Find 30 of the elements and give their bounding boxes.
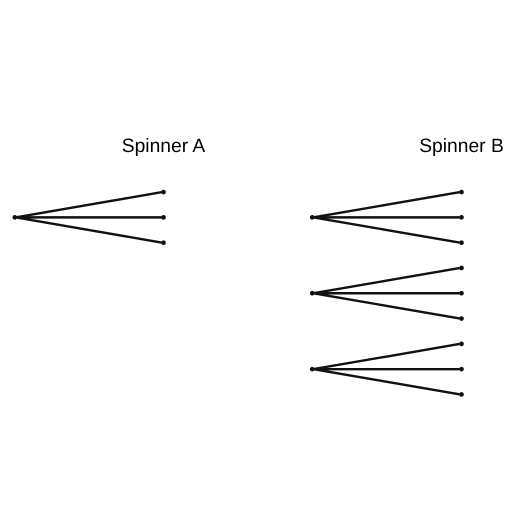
- node-point: [459, 189, 464, 194]
- connector: [314, 292, 460, 320]
- node-point: [459, 392, 464, 396]
- connector: [16, 190, 162, 218]
- connector: [314, 292, 460, 294]
- connector: [314, 342, 460, 370]
- connector: [16, 216, 162, 218]
- connector: [314, 190, 460, 218]
- label: Spinner A: [122, 136, 206, 157]
- node-point: [12, 214, 18, 220]
- node-point: [310, 366, 315, 371]
- node-point: [459, 316, 464, 320]
- node-point: [161, 240, 166, 244]
- node-point: [459, 366, 464, 371]
- connector: [314, 368, 460, 395]
- node-point: [459, 265, 464, 270]
- node-point: [459, 341, 464, 346]
- connector: [314, 216, 460, 244]
- label: Spinner B: [419, 136, 504, 157]
- connector: [314, 367, 460, 370]
- node-point: [459, 240, 464, 244]
- connector: [314, 216, 460, 218]
- node-point: [459, 290, 464, 296]
- node-point: [161, 214, 166, 220]
- node-point: [310, 214, 315, 220]
- connector: [16, 216, 162, 244]
- connector: [314, 266, 460, 294]
- node-point: [161, 189, 166, 194]
- node-point: [310, 290, 315, 296]
- node-point: [459, 214, 464, 220]
